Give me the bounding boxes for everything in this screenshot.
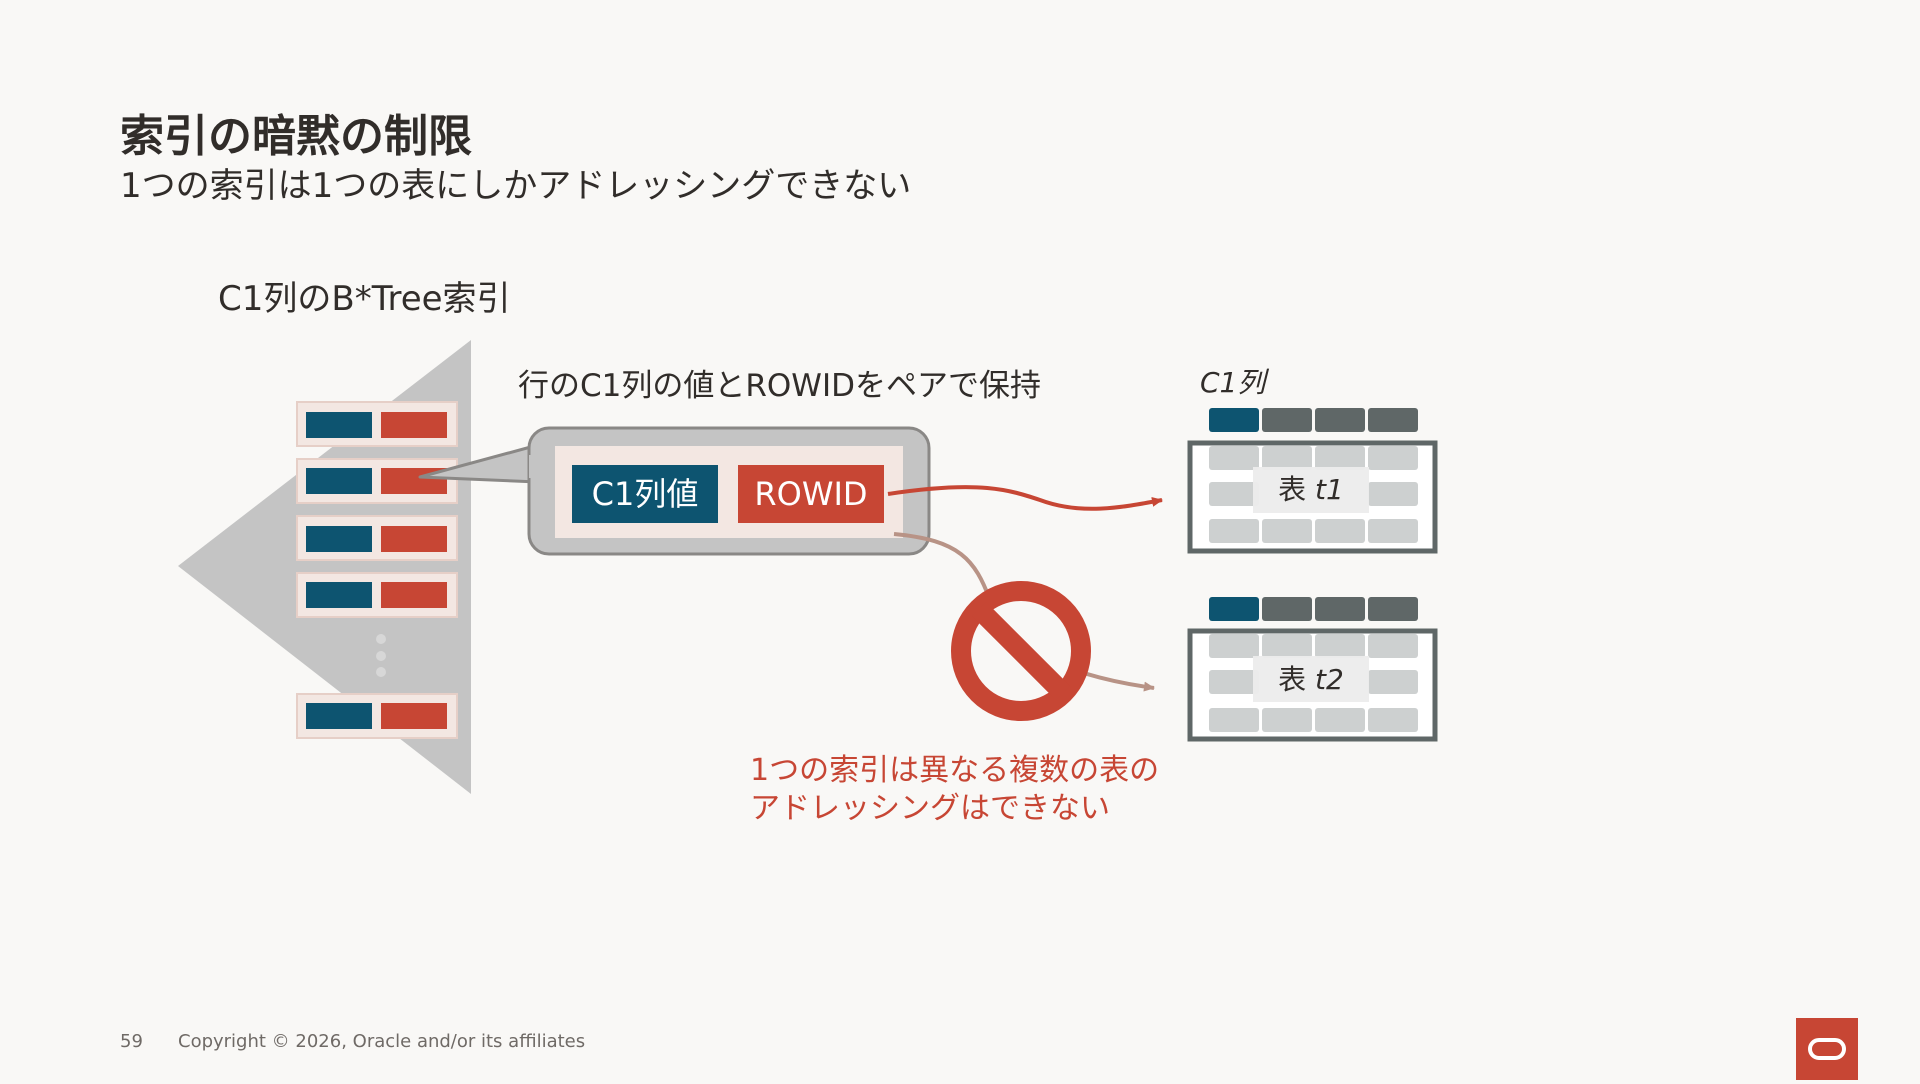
rowid-box bbox=[738, 465, 884, 523]
warning-line-1: 1つの索引は異なる複数の表の bbox=[750, 753, 1159, 788]
warning-line-2: アドレッシングはできない bbox=[750, 791, 1110, 826]
oracle-logo-icon bbox=[1796, 1018, 1858, 1080]
prohibit-icon bbox=[951, 581, 1091, 721]
table-t2 bbox=[1187, 597, 1438, 742]
table-t1 bbox=[1187, 408, 1438, 554]
table-t1-label: 表 t1 bbox=[1278, 473, 1344, 506]
arrow-to-t1 bbox=[887, 485, 1163, 511]
index-entry bbox=[296, 458, 458, 504]
page-number: 59 bbox=[120, 1031, 143, 1052]
index-entry bbox=[296, 401, 458, 447]
index-entry bbox=[296, 693, 458, 739]
copyright-text: Copyright © 2026, Oracle and/or its affi… bbox=[178, 1031, 586, 1052]
rowid-label: ROWID bbox=[754, 475, 867, 513]
index-entry bbox=[296, 572, 458, 618]
slide-title: 索引の暗黙の制限 bbox=[120, 111, 472, 162]
column-label: C1列 bbox=[1200, 366, 1269, 399]
key-value-label: C1列値 bbox=[592, 475, 699, 513]
key-value-box bbox=[572, 465, 718, 523]
btree-triangle bbox=[178, 340, 471, 794]
callout-label: 行のC1列の値とROWIDをペアで保持 bbox=[518, 368, 1041, 404]
table-t2-label: 表 t2 bbox=[1278, 663, 1344, 696]
index-entry bbox=[296, 515, 458, 561]
index-label: C1列のB*Tree索引 bbox=[218, 279, 511, 319]
slide-subtitle: 1つの索引は1つの表にしかアドレッシングできない bbox=[120, 166, 912, 206]
ellipsis-dots bbox=[376, 634, 386, 677]
